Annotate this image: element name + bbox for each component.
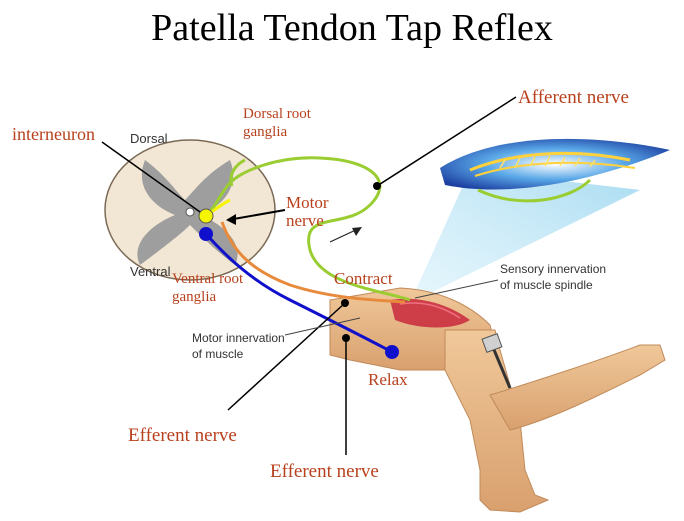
contract-point: [341, 299, 349, 307]
muscle-spindle-magnified: [440, 138, 670, 203]
relax-label: Relax: [368, 370, 408, 389]
ventral-label: Ventral: [130, 264, 171, 279]
reflex-hammer: [481, 333, 512, 389]
efferent-nerve-label-1: Efferent nerve: [128, 425, 237, 446]
motor-nerve-arrowhead: [226, 214, 236, 225]
spinal-cord: [104, 139, 276, 281]
ventral-root-label-1: Ventral root: [172, 271, 244, 287]
motor-innervation-label-2: of muscle: [192, 347, 244, 361]
sensory-label-1: Sensory innervation: [500, 262, 606, 276]
direction-arrowhead: [352, 227, 362, 236]
motor-innervation-pointer: [284, 317, 361, 336]
relax-dot: [385, 345, 399, 359]
motor-nerve-label-1: Motor: [286, 193, 329, 212]
efferent-point-2: [342, 334, 350, 342]
afferent-point: [373, 182, 381, 190]
dorsal-root-branch: [229, 158, 246, 187]
dorsal-root-label-2: ganglia: [243, 124, 287, 140]
motor-nerve-label-2: nerve: [286, 211, 324, 230]
dorsal-root-label-1: Dorsal root: [243, 106, 312, 122]
interneuron-label: interneuron: [12, 124, 95, 144]
sensory-label-2: of muscle spindle: [500, 278, 593, 292]
motor-nerve-path: [220, 221, 406, 304]
afferent-nerve-label: Afferent nerve: [518, 87, 629, 108]
efferent-neuron-dot: [199, 227, 213, 241]
efferent-nerve-label-2: Efferent nerve: [270, 461, 379, 482]
interneuron-dot: [198, 208, 214, 224]
motor-innervation-label-1: Motor innervation: [192, 331, 285, 345]
magnification-beam: [410, 170, 640, 303]
efferent-blue-path: [204, 232, 393, 354]
contract-pointer: [227, 302, 346, 411]
sensory-pointer: [414, 279, 499, 299]
dorsal-label: Dorsal: [130, 131, 168, 146]
leg-illustration: [329, 287, 666, 513]
interneuron-pointer: [101, 141, 201, 213]
contract-label: Contract: [334, 269, 393, 288]
ventral-root-label-2: ganglia: [172, 289, 216, 305]
page-title: Patella Tendon Tap Reflex: [151, 7, 553, 49]
motor-nerve-pointer: [227, 209, 286, 221]
afferent-pointer: [376, 96, 517, 187]
